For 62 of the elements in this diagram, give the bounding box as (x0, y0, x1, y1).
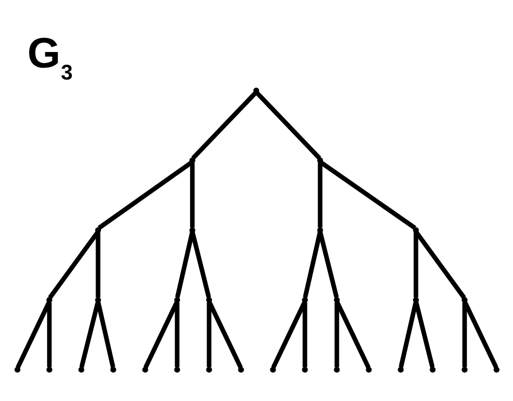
node-point (461, 297, 468, 303)
node-point (365, 366, 372, 373)
node-point (46, 366, 52, 373)
node-point (94, 227, 100, 234)
node-point (188, 157, 195, 164)
node-point (206, 297, 212, 303)
node-point (188, 227, 195, 234)
node-point (142, 366, 148, 373)
node-point (110, 366, 116, 373)
connector (462, 302, 466, 368)
node-point (301, 366, 308, 373)
connector (174, 232, 194, 298)
connector (254, 91, 321, 160)
node-point (252, 88, 259, 94)
connector (174, 302, 179, 368)
node-point (316, 227, 323, 234)
node-point (493, 366, 499, 373)
node-point (429, 366, 436, 373)
connector (317, 162, 322, 228)
node-point (412, 227, 418, 234)
connector (319, 160, 416, 230)
diagram-title: G$_{3}$ (26, 30, 72, 85)
node-point (412, 297, 418, 303)
connector (78, 302, 100, 368)
connector (48, 231, 99, 300)
node-point (301, 297, 308, 303)
node-point (333, 297, 340, 303)
connector (142, 301, 178, 369)
connector (413, 302, 434, 368)
connector (190, 91, 257, 160)
connector (206, 302, 211, 368)
connector (334, 302, 339, 368)
connector (413, 232, 418, 298)
connector (15, 301, 51, 369)
connector (97, 160, 192, 230)
node-point (14, 366, 20, 373)
node-point (397, 366, 404, 373)
node-point (333, 366, 340, 373)
connector (95, 232, 100, 298)
connector (46, 302, 52, 368)
connector (302, 232, 322, 298)
node-point (238, 366, 244, 373)
node-point (316, 157, 323, 164)
connector (334, 301, 370, 369)
node-point (461, 366, 468, 373)
connector (462, 301, 498, 369)
connector (190, 162, 194, 228)
node-point (94, 297, 100, 303)
connector (398, 302, 418, 368)
connector (206, 301, 242, 369)
connector (302, 302, 307, 368)
connector (318, 232, 338, 298)
node-point (46, 297, 52, 303)
node-point (78, 366, 84, 373)
connector (96, 302, 115, 368)
node-point (174, 366, 180, 373)
node-point (206, 366, 212, 373)
connector (414, 231, 466, 300)
node-point (270, 366, 276, 373)
node-point (174, 297, 180, 303)
connector (270, 301, 306, 369)
connector (190, 232, 211, 298)
